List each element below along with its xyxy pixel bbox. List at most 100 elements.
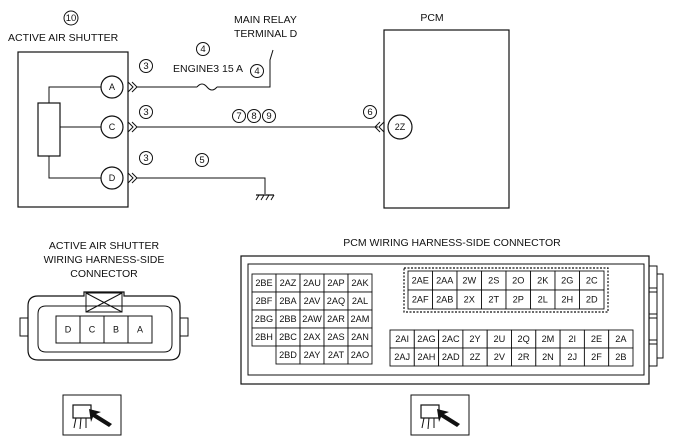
pcm-pin-label: 2AY [304,350,321,360]
circle-num-a [139,59,153,73]
terminal-c-label: C [109,122,116,132]
circle-num-8-text: 8 [251,111,256,122]
pcm-pin-label: 2AZ [280,278,297,288]
pcm-pin-label: 2W [462,275,476,285]
pcm-pin-label: 2P [513,294,524,304]
shutter-connector-housing [19,291,189,361]
wire-d-to-ground [137,177,266,194]
pcm-pin-label: 2AI [395,334,409,344]
pcm-pin-cell [608,347,634,367]
circle-num-d [139,151,153,165]
main-relay-label-2: TERMINAL D [234,28,298,40]
pcm-pin-label: 2BE [255,278,272,288]
circle-num-7-text: 7 [236,111,241,122]
pcm-pin-label: 2V [494,352,506,362]
pcm-pin-label: 2BG [255,314,273,324]
pcm-pin-label: 2AX [303,332,320,342]
pcm-pin-label: 2AG [417,334,435,344]
pcm-pin-label: 2AN [351,332,369,342]
main-relay-label-1: MAIN RELAY [234,14,297,26]
pcm-pin-label: 2F [591,352,602,362]
pcm-pin-label: 2G [561,275,573,285]
harness-view-icon-left [62,394,122,436]
component-number: 10 [66,13,77,24]
shutter-pin-label: A [137,324,143,334]
pcm-pin-label: 2L [538,294,548,304]
circle-num-pcm-text: 6 [367,107,372,118]
pcm-connector-housing [240,255,664,385]
pcm-pin-label: 2I [568,334,576,344]
pcm-pin-label: 2BC [279,332,297,342]
circle-num-ground [195,153,209,167]
pcm-pin-label: 2B [615,352,626,362]
pcm-pin-label: 2AM [351,314,370,324]
shutter-connector-title-1: ACTIVE AIR SHUTTER [49,240,160,252]
fuse-label: ENGINE3 15 A [173,63,243,75]
pcm-pin-label: 2AV [304,296,322,306]
pcm-pin-label: 2AS [327,332,344,342]
pcm-box [383,29,510,209]
shutter-pin-label: B [113,324,119,334]
pcm-pin-label: 2BH [255,332,273,342]
motor-element [37,102,61,157]
circle-num-fuse-left-text: 4 [200,44,205,55]
terminal-a-label: A [109,82,115,92]
pcm-terminal-circle [387,114,413,140]
connector-mark-d [127,172,138,184]
pcm-connector-title: PCM WIRING HARNESS-SIDE CONNECTOR [343,237,561,249]
circle-num-9 [262,109,276,123]
terminal-c-circle [100,115,124,139]
pcm-pin-label: 2T [488,294,499,304]
pcm-pin-label: 2S [488,275,499,285]
circle-num-fuse-right-text: 4 [254,66,259,77]
circle-num-ground-text: 5 [199,155,204,166]
pcm-pin-label: 2N [542,352,554,362]
pcm-pin-label: 2Y [469,334,480,344]
component-number-circle [63,10,79,26]
pcm-pin-label: 2AU [303,278,321,288]
pcm-pin-label: 2K [537,275,549,285]
circle-num-fuse-right [250,64,264,78]
pcm-pin-label: 2AB [436,294,453,304]
pcm-pin-label: 2AF [412,294,429,304]
pcm-pin-label: 2AH [418,352,436,362]
pcm-pin-label: 2H [561,294,573,304]
shutter-connector-title-2: WIRING HARNESS-SIDE [44,254,165,266]
pcm-pin-label: 2BD [279,350,297,360]
shutter-pin-label: C [89,324,96,334]
pcm-pin-label: 2AR [327,314,345,324]
pcm-terminal-label: 2Z [395,122,406,132]
circle-num-9-text: 9 [266,111,271,122]
active-air-shutter-box [17,51,129,208]
shutter-pin-box [127,315,153,344]
internal-wire-a [48,86,101,103]
pcm-pin-label: 2AE [412,275,429,285]
terminal-d-circle [100,166,124,190]
circle-num-7 [232,109,246,123]
pcm-pin-label: 2M [542,334,555,344]
circle-num-pcm [363,105,377,119]
pcm-pin-label: 2AT [328,350,345,360]
circle-num-c [139,105,153,119]
pcm-pin-label: 2BA [279,296,297,306]
wire-to-main-relay [217,49,274,88]
circle-num-c-text: 3 [143,107,148,118]
ground-icon [255,194,275,201]
pcm-pin-label: 2E [591,334,602,344]
pcm-pin-label: 2AC [442,334,460,344]
pcm-pin-label: 2AW [302,314,322,324]
active-air-shutter-label: ACTIVE AIR SHUTTER [8,32,119,44]
pcm-pin-label: 2U [493,334,505,344]
pcm-pin-cell [579,289,605,310]
circle-num-d-text: 3 [143,153,148,164]
pcm-pin-label: 2AP [327,278,344,288]
connector-mark-c [127,121,138,133]
circle-num-fuse-left [196,42,210,56]
pcm-pin-label: 2BB [279,314,296,324]
pcm-pin-label: 2AK [351,278,369,288]
pcm-pin-cell [347,345,373,365]
internal-wire-d [48,156,101,179]
